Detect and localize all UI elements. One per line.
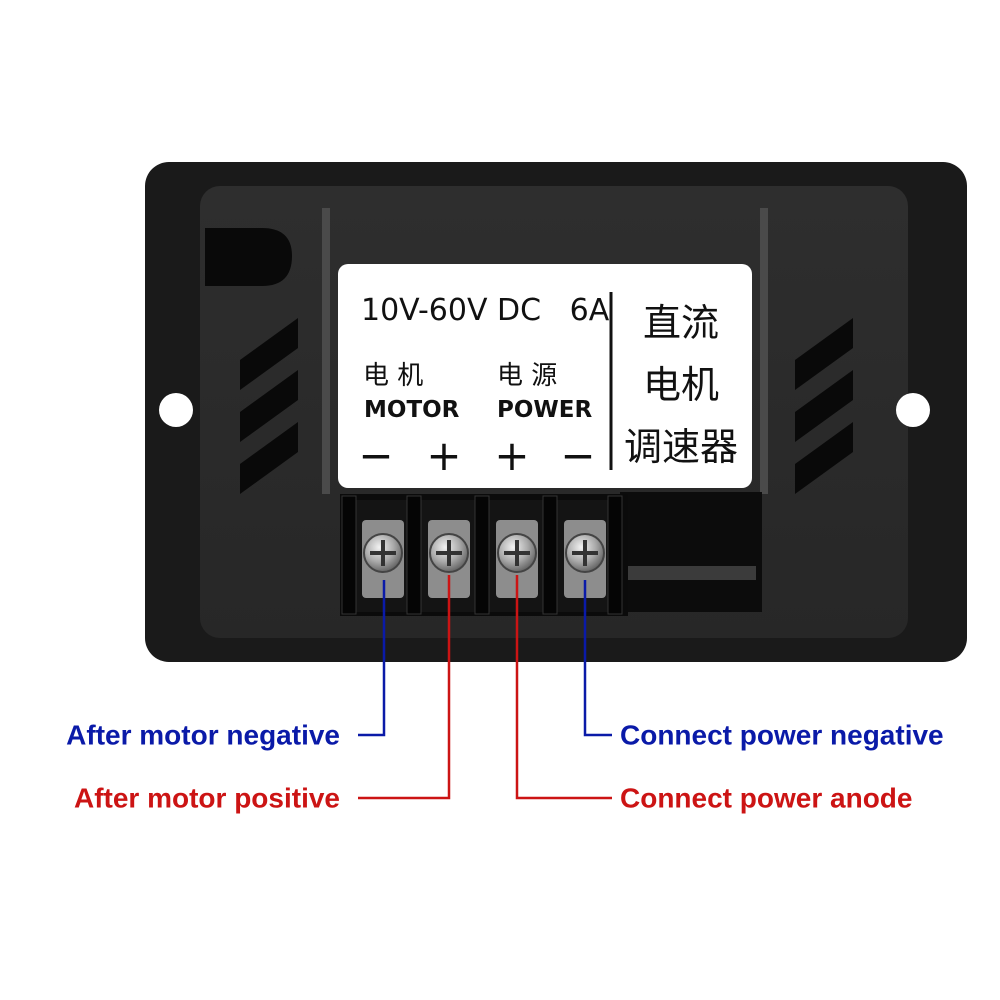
motor-positive-sign: +	[426, 431, 461, 480]
title-cn-line3: 调速器	[624, 425, 738, 469]
callout-power-negative: Connect power negative	[620, 719, 944, 750]
vent-slots-left	[240, 318, 298, 494]
leader-motor-positive	[358, 575, 451, 800]
screw-terminal-1	[362, 520, 404, 598]
screw-terminal-4	[564, 520, 606, 598]
power-positive-sign: +	[494, 431, 529, 480]
mounting-hole-left	[159, 393, 193, 427]
power-cn-label: 电 源	[497, 361, 557, 391]
vent-slots-right	[795, 318, 853, 494]
motor-cn-label: 电 机	[363, 361, 423, 391]
rail-left	[322, 208, 330, 494]
title-cn-line1: 直流	[643, 301, 719, 345]
callout-motor-negative: After motor negative	[66, 719, 340, 750]
power-negative-sign: −	[560, 431, 595, 480]
power-en-label: POWER	[497, 397, 592, 423]
callout-motor-positive: After motor positive	[74, 782, 340, 813]
leader-motor-negative	[358, 580, 386, 737]
screw-terminal-3	[496, 520, 538, 598]
label-panel: 10V-60V DC 6A 电 机 电 源 MOTOR POWER − + + …	[338, 264, 752, 488]
voltage-spec: 10V-60V DC 6A	[361, 293, 610, 328]
callout-power-anode: Connect power anode	[620, 782, 912, 813]
leader-power-negative	[583, 580, 612, 737]
rail-right	[760, 208, 768, 494]
leader-power-anode	[515, 575, 612, 800]
mounting-hole-right	[896, 393, 930, 427]
screw-terminal-2	[428, 520, 470, 598]
motor-en-label: MOTOR	[364, 397, 460, 423]
motor-negative-sign: −	[358, 431, 393, 480]
title-cn-line2: 电机	[643, 363, 719, 407]
latch-cutout	[205, 228, 292, 286]
circuit-board-area	[620, 492, 762, 612]
